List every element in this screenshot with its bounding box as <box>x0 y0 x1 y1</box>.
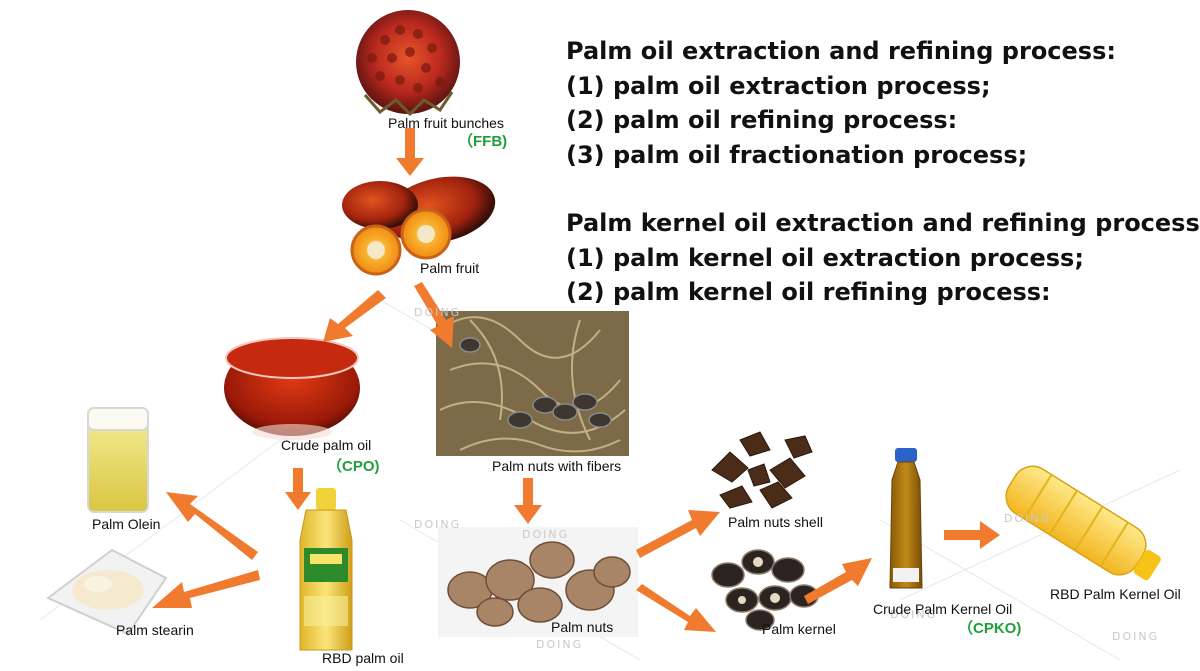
code-cpo: （CPO) <box>327 458 380 475</box>
watermark: DOING <box>890 608 938 621</box>
label-palm-nuts-with-fibers: Palm nuts with fibers <box>492 458 622 474</box>
palm-kernel-heading: Palm kernel oil extraction and refining … <box>566 209 1200 237</box>
arrow-ffb-to-fruit <box>396 128 424 176</box>
arrow-nuts-to-shell <box>636 510 720 558</box>
arrow-fruit-to-cpo <box>323 290 386 342</box>
label-crude-palm-kernel-oil: Crude Palm Kernel Oil <box>873 601 1013 617</box>
label-palm-olein: Palm Olein <box>92 516 161 532</box>
watermark: DOING <box>522 528 570 541</box>
arrow-fruit-to-fibers <box>414 282 454 348</box>
label-rbd-palm-oil: RBD palm oil <box>322 650 404 666</box>
palm-oil-step: (2) palm oil refining process: <box>566 106 958 134</box>
arrow-kernel-to-cpko <box>804 558 872 604</box>
cpko-bottle-image <box>889 448 923 589</box>
palm-stearin-image <box>46 548 168 636</box>
arrow-nuts-to-kernel <box>636 584 716 632</box>
label-palm-kernel: Palm kernel <box>762 621 836 637</box>
palm-kernel-image <box>711 549 819 631</box>
arrow-cpko-to-rbdk <box>944 521 1000 549</box>
label-palm-stearin: Palm stearin <box>116 622 194 638</box>
arrow-cpo-to-stearin <box>152 570 260 608</box>
palm-fruit-bunches-image <box>356 10 460 117</box>
watermark: DOING <box>536 638 584 651</box>
rbd-palm-oil-image <box>299 488 353 651</box>
palm-oil-step: (1) palm oil extraction process; <box>566 71 991 100</box>
arrow-cpo-to-rbd <box>285 468 311 510</box>
label-crude-palm-oil: Crude palm oil <box>281 437 372 453</box>
palm-nuts-shell-image <box>702 428 817 510</box>
label-palm-nuts-shell: Palm nuts shell <box>728 514 823 530</box>
label-palm-fruit: Palm fruit <box>420 260 480 276</box>
watermark: DOING <box>1112 630 1160 643</box>
label-palm-nuts: Palm nuts <box>551 619 614 635</box>
rbd-palm-kernel-oil-image <box>1005 465 1161 581</box>
watermark: DOING <box>1004 512 1052 525</box>
palm-nuts-with-fibers-image <box>436 311 629 456</box>
arrow-cpo-to-olein <box>166 492 258 560</box>
watermark: DOING <box>414 306 462 319</box>
process-description: Palm oil extraction and refining process… <box>566 34 1200 310</box>
palm-kernel-step: (2) palm kernel oil refining process: <box>566 278 1051 306</box>
code-cpko: （CPKO) <box>958 620 1022 637</box>
palm-olein-image <box>87 407 149 513</box>
palm-fruit-image <box>342 176 496 276</box>
code-ffb: （FFB) <box>458 133 508 150</box>
palm-oil-step: (3) palm oil fractionation process; <box>566 140 1028 169</box>
watermark: DOING <box>414 518 462 531</box>
flow-arrows <box>152 128 1000 632</box>
label-palm-fruit-bunches: Palm fruit bunches <box>388 115 504 131</box>
label-rbd-palm-kernel-oil: RBD Palm Kernel Oil <box>1050 586 1181 602</box>
arrow-fibers-to-nuts <box>514 478 542 524</box>
palm-oil-heading: Palm oil extraction and refining process… <box>566 37 1116 65</box>
palm-kernel-step: (1) palm kernel oil extraction process; <box>566 243 1084 272</box>
palm-nuts-image <box>438 527 638 637</box>
crude-palm-oil-image <box>224 337 360 440</box>
